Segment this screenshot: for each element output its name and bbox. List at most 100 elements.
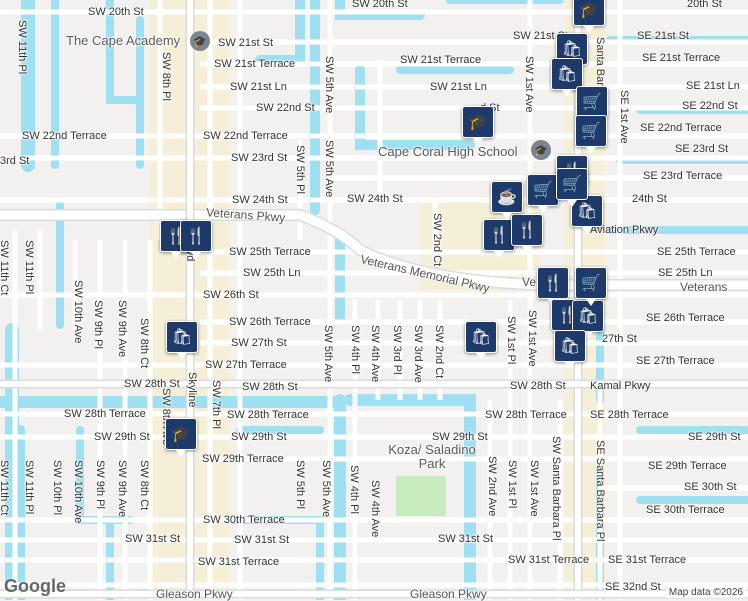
grocery-pin[interactable]: 🛒 (575, 267, 607, 306)
street-label-se-28th-terrace: SE 28th Terrace (590, 409, 669, 421)
shopping-bag-icon: 🛍 (561, 41, 583, 58)
street-label-se-1st-ave: SE 1st Ave (618, 90, 630, 144)
restaurant-pin[interactable]: 🍴 (180, 220, 212, 259)
street-label-sw-4th-pl-2: SW 4th Pl (348, 465, 360, 514)
street-label-20th-st-east: 20th St (687, 0, 722, 10)
street-label-se-21st-terrace: SE 21st Terrace (642, 52, 721, 64)
street-label-sw-29th-st-2: SW 29th St (231, 431, 287, 443)
street-label-sw-9th-ave-2: SW 9th Ave (116, 460, 128, 518)
street-label-sw-4th-ave: SW 4th Ave (369, 325, 381, 383)
street-label-sw-21st-st-2: SW 21st St (513, 30, 569, 42)
restaurant-pin[interactable]: 🍴 (511, 214, 543, 253)
street-label-se-santa-barbara-pl: SE Santa Barbara Pl (594, 440, 606, 542)
cafe-pin[interactable]: ☕ (491, 181, 523, 220)
graduation-cap-icon: 🎓 (171, 426, 191, 443)
shopping-bag-icon: 🛍 (171, 329, 193, 346)
shopping-pin[interactable]: 🛍 (465, 321, 497, 360)
street-label-sw-28th-terrace-2: SW 28th Terrace (227, 409, 309, 421)
street-label-sw-26th-terrace: SW 26th Terrace (229, 316, 311, 328)
street-label-sw-4th-pl: SW 4th Pl (349, 325, 361, 374)
street-label-3rd-st: 3rd St (0, 155, 30, 167)
street-label-sw-11th-pl: SW 11th Pl (16, 20, 28, 75)
street-label-sw-2nd-ct-2: SW 2nd Ct (433, 325, 445, 379)
street-label-sw-1st-pl: SW 1st Pl (505, 316, 517, 365)
street-label-gleason-pkwy-2: Gleason Pkwy (410, 587, 487, 601)
school-pin[interactable]: 🎓 (165, 418, 197, 457)
school-pin[interactable]: 🎓 (573, 0, 605, 33)
place-label-koza-saladino-park[interactable]: Koza/ Saladino Park (388, 442, 476, 471)
street-label-sw-31st-terrace: SW 31st Terrace (198, 556, 280, 568)
street-label-sw-3rd-ave: SW 3rd Ave (412, 325, 424, 383)
street-label-se-22nd-st: SE 22nd St (682, 100, 738, 112)
street-label-se-29th-terrace: SE 29th Terrace (648, 460, 727, 472)
street-label-se-23rd-terrace: SE 23rd Terrace (643, 170, 723, 182)
street-label-se-27th-terrace: SE 27th Terrace (636, 355, 715, 367)
street-label-aviation-pkwy: Aviation Pkwy (590, 224, 659, 236)
street-label-sw-9th-ave: SW 9th Ave (116, 300, 128, 358)
street-label-sw-28th-terrace: SW 28th Terrace (64, 408, 146, 420)
restaurant-pin[interactable]: 🍴 (537, 267, 569, 306)
street-label-sw-24th-st-2: SW 24th St (347, 193, 403, 205)
street-label-kamal-pkwy: Kamal Pkwy (590, 380, 651, 392)
school-icon[interactable]: 🎓 (531, 140, 551, 160)
street-label-sw-21st-ln: SW 21st Ln (230, 81, 287, 93)
street-label-se-22nd-terrace: SE 22nd Terrace (640, 122, 722, 134)
school-icon[interactable]: 🎓 (190, 31, 210, 51)
street-label-sw-31st-st-3: SW 31st St (438, 533, 494, 545)
shopping-cart-icon: 🛒 (581, 275, 601, 292)
street-label-sw-2nd-ave: SW 2nd Ave (486, 456, 498, 517)
street-label-sw-11th-pl-3: SW 11th Pl (23, 460, 35, 515)
street-label-sw-8th-pl: SW 8th Pl (160, 52, 172, 101)
street-label-sw-5th-ave: SW 5th Ave (323, 56, 335, 114)
shopping-cart-icon: 🛒 (562, 176, 582, 193)
street-label-skyline: Skyline (186, 372, 198, 408)
school-pin[interactable]: 🎓 (462, 106, 494, 145)
shopping-bag-icon: 🛍 (559, 338, 581, 355)
grocery-pin[interactable]: 🛒 (575, 115, 607, 154)
graduation-cap-icon: 🎓 (468, 114, 488, 131)
street-label-santa-barb: Santa Barb (594, 37, 606, 93)
shopping-pin[interactable]: 🛍 (166, 321, 198, 360)
fork-knife-icon: 🍴 (517, 222, 537, 239)
street-label-sw-5th-ave-3: SW 5th Ave (322, 325, 334, 383)
street-label-sw-31st-st: SW 31st St (125, 533, 181, 545)
street-label-sw-22nd-terrace-2: SW 22nd Terrace (203, 130, 288, 142)
street-label-sw-8th-ct-2: SW 8th Ct (138, 460, 150, 511)
grocery-pin[interactable]: 🛒 (576, 86, 608, 125)
street-label-sw-10th-ave: SW 10th Ave (72, 280, 84, 344)
google-logo: Google (4, 576, 66, 596)
street-label-sw-21st-st: SW 21st St (218, 37, 274, 49)
street-label-se-30th-st: SE 30th St (684, 481, 737, 493)
street-label-sw-11th-pl-2: SW 11th Pl (23, 240, 35, 295)
grocery-pin[interactable]: 🛒 (556, 168, 588, 207)
street-label-sw-1st-ave-2: SW 1st Ave (526, 310, 538, 367)
street-label-sw-29th-st-3: SW 29th St (432, 431, 488, 443)
street-label-veterans-east: Veterans (680, 280, 728, 294)
street-label-sw-11th-ct: SW 11th Ct (0, 240, 10, 296)
restaurant-pin[interactable]: 🍴 (483, 219, 515, 258)
place-label-cape-coral-high-school[interactable]: Cape Coral High School (378, 144, 518, 159)
koza-park-area (396, 476, 446, 516)
map-attribution[interactable]: Map data ©2026 (665, 587, 746, 598)
shopping-pin[interactable]: 🛍 (551, 58, 583, 97)
street-label-sw-1st-ave: SW 1st Ave (523, 56, 535, 113)
street-label-sw-11th-ct-2: SW 11th Ct (0, 460, 10, 516)
street-label-sw-2nd-ct: SW 2nd Ct (431, 213, 443, 267)
street-label-sw-5th-pl: SW 5th Pl (294, 145, 306, 194)
street-label-sw-29th-st: SW 29th St (94, 431, 150, 443)
street-label-sw-9th-pl: SW 9th Pl (92, 300, 104, 349)
street-label-sw-27th-terrace: SW 27th Terrace (205, 359, 287, 371)
street-label-sw-30th-terrace: SW 30th Terrace (203, 514, 285, 526)
shopping-pin[interactable]: 🛍 (554, 330, 586, 369)
street-label-24th-st: 24th St (632, 193, 667, 205)
place-label-the-cape-academy[interactable]: The Cape Academy (66, 33, 181, 48)
street-label-se-25th-terrace: SE 25th Terrace (657, 246, 736, 258)
grocery-pin[interactable]: 🛒 (527, 174, 559, 213)
street-label-sw-22nd-terrace: SW 22nd Terrace (22, 130, 107, 142)
street-label-sw-28th-terrace-3: SW 28th Terrace (485, 409, 567, 421)
street-label-sw-20th-st: SW 20th St (88, 6, 144, 18)
street-label-se-23rd-st: SE 23rd St (675, 143, 729, 155)
shopping-cart-icon: 🛒 (581, 123, 601, 140)
street-label-sw-5th-ave-2: SW 5th Ave (323, 140, 335, 198)
